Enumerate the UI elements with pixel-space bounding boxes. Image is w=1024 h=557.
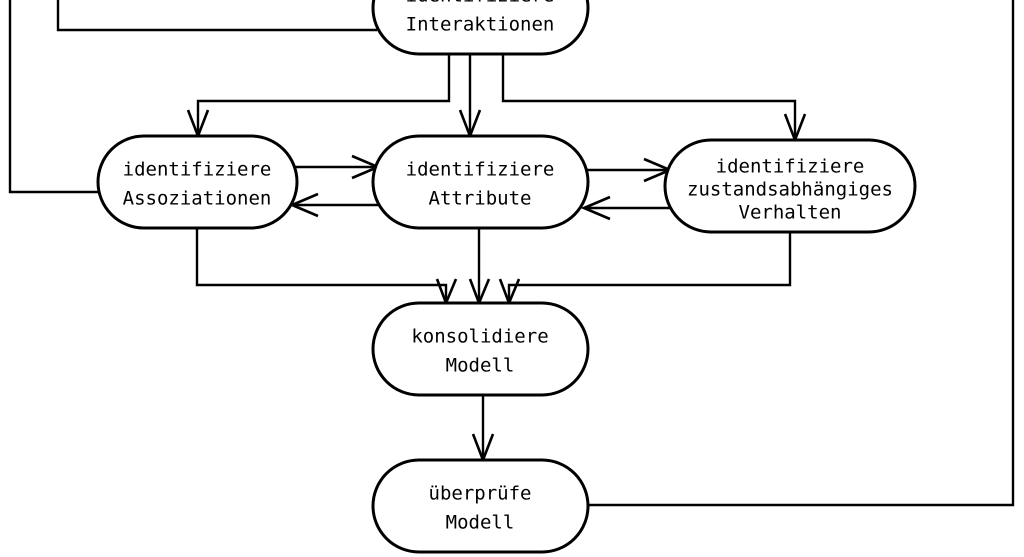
edge-path: [196, 54, 451, 136]
node-label-line-1: konsolidiere: [411, 326, 548, 348]
node-label-line-1: identifiziere: [406, 0, 555, 7]
node-label-line-2: Modell: [446, 512, 515, 534]
node-shape: [96, 134, 299, 230]
node-shape: [371, 458, 590, 554]
node-label-line-1: überprüfe: [429, 483, 532, 505]
edge-ueberpruefe-feedback-right: [586, 0, 1015, 507]
edge-layer: [8, 0, 1015, 507]
edge-offscreen-left-to-assoziationen: [8, 0, 100, 194]
node-identifiziere-interaktionen[interactable]: identifiziere Interaktionen: [371, 0, 590, 56]
edge-verhalten-to-konsolidiere: [498, 232, 792, 307]
node-label-line-2: Assoziationen: [123, 188, 272, 210]
node-label-line-2: zustandsabhängiges: [687, 179, 893, 201]
edge-path: [507, 232, 792, 303]
edge-konsolidiere-to-ueberpruefe: [471, 395, 495, 464]
node-label-line-3: Verhalten: [739, 202, 842, 224]
edge-assoziationen-to-konsolidiere: [195, 228, 458, 307]
node-layer: identifiziere Interaktionen identifizier…: [96, 0, 917, 554]
node-shape: [371, 301, 590, 397]
edge-interaktionen-to-attribute: [458, 54, 482, 140]
node-konsolidiere-modell[interactable]: konsolidiere Modell: [371, 301, 590, 397]
edge-path: [195, 228, 448, 303]
edge-attribute-to-verhalten: [584, 157, 674, 183]
edge-offscreen-left-to-interaktionen: [56, 0, 377, 32]
node-shape: [371, 0, 590, 56]
edge-path: [586, 0, 1015, 507]
edge-path: [56, 0, 377, 32]
edge-verhalten-to-attribute: [580, 195, 670, 221]
arrowhead-icon: [580, 195, 611, 221]
node-label-line-2: Modell: [446, 355, 515, 377]
node-label-line-2: Interaktionen: [406, 14, 555, 36]
node-identifiziere-zustandsabhaengiges-verhalten[interactable]: identifiziere zustandsabhängiges Verhalt…: [663, 138, 917, 234]
edge-assoziationen-to-attribute: [292, 154, 382, 180]
edge-interaktionen-to-assoziationen: [186, 54, 451, 140]
node-label-line-1: identifiziere: [123, 159, 272, 181]
edge-path: [501, 54, 797, 140]
node-label-line-2: Attribute: [429, 188, 532, 210]
node-identifiziere-assoziationen[interactable]: identifiziere Assoziationen: [96, 134, 299, 230]
node-identifiziere-attribute[interactable]: identifiziere Attribute: [371, 134, 590, 230]
node-ueberpruefe-modell[interactable]: überprüfe Modell: [371, 458, 590, 554]
node-shape: [371, 134, 590, 230]
edge-attribute-to-assoziationen: [288, 192, 378, 218]
edge-path: [8, 0, 100, 194]
node-label-line-1: identifiziere: [406, 159, 555, 181]
edge-interaktionen-to-verhalten: [501, 54, 807, 144]
node-shape: [663, 138, 917, 234]
edge-attribute-to-konsolidiere: [468, 228, 491, 307]
node-label-line-1: identifiziere: [716, 156, 865, 178]
